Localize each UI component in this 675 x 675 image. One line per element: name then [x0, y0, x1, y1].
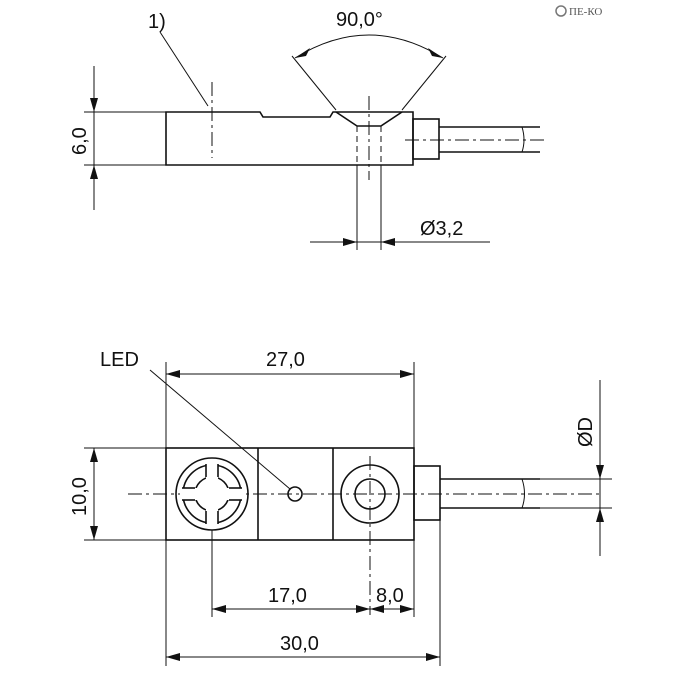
side-view: 1) 90,0° 6,0 Ø3,2: [69, 9, 548, 250]
width-arrow-bottom: [90, 526, 98, 540]
led-label: LED: [100, 349, 139, 371]
side-cable-gland: [412, 118, 440, 160]
angle-ext-left: [291, 55, 337, 111]
dist8-label: 8,0: [376, 585, 404, 607]
cable-arrow-bottom: [596, 508, 604, 522]
angle-label: 90,0°: [336, 9, 383, 31]
logo: ПЕ-КО: [555, 5, 602, 18]
led-leader: [149, 369, 291, 490]
length-top-label: 27,0: [266, 349, 305, 371]
logo-text: ПЕ-КО: [569, 6, 602, 18]
cable-diameter-label: ØD: [575, 417, 597, 447]
hole-diameter-label: Ø3,2: [420, 218, 463, 240]
width-label: 10,0: [69, 477, 91, 516]
length-total-label: 30,0: [280, 633, 319, 655]
angle-ext-right: [401, 55, 447, 111]
hole-arrow-left: [343, 238, 357, 246]
top-view: LED 27,0 10,0 ØD 17,0 8,0: [69, 349, 612, 666]
angle-arrow-right: [428, 48, 443, 58]
note-leader: [159, 31, 209, 107]
height-arrow-top: [90, 98, 98, 112]
gear-icon: [555, 5, 567, 17]
top-cable-break: [521, 478, 525, 509]
led-indicator: [287, 486, 303, 502]
cable-arrow-top: [596, 465, 604, 479]
len27-arrow-left: [166, 370, 180, 378]
height-label: 6,0: [69, 127, 91, 155]
height-arrow-bottom: [90, 165, 98, 179]
hole-arrow-right: [381, 238, 395, 246]
angle-arrow-left: [295, 48, 310, 58]
width-arrow-top: [90, 448, 98, 462]
top-cable-gland: [413, 465, 441, 521]
sensing-face: [175, 457, 249, 531]
len27-arrow-right: [400, 370, 414, 378]
dist17-label: 17,0: [268, 585, 307, 607]
angle-arc: [294, 34, 444, 59]
note-label: 1): [148, 11, 166, 33]
side-body-outline: [165, 111, 414, 166]
